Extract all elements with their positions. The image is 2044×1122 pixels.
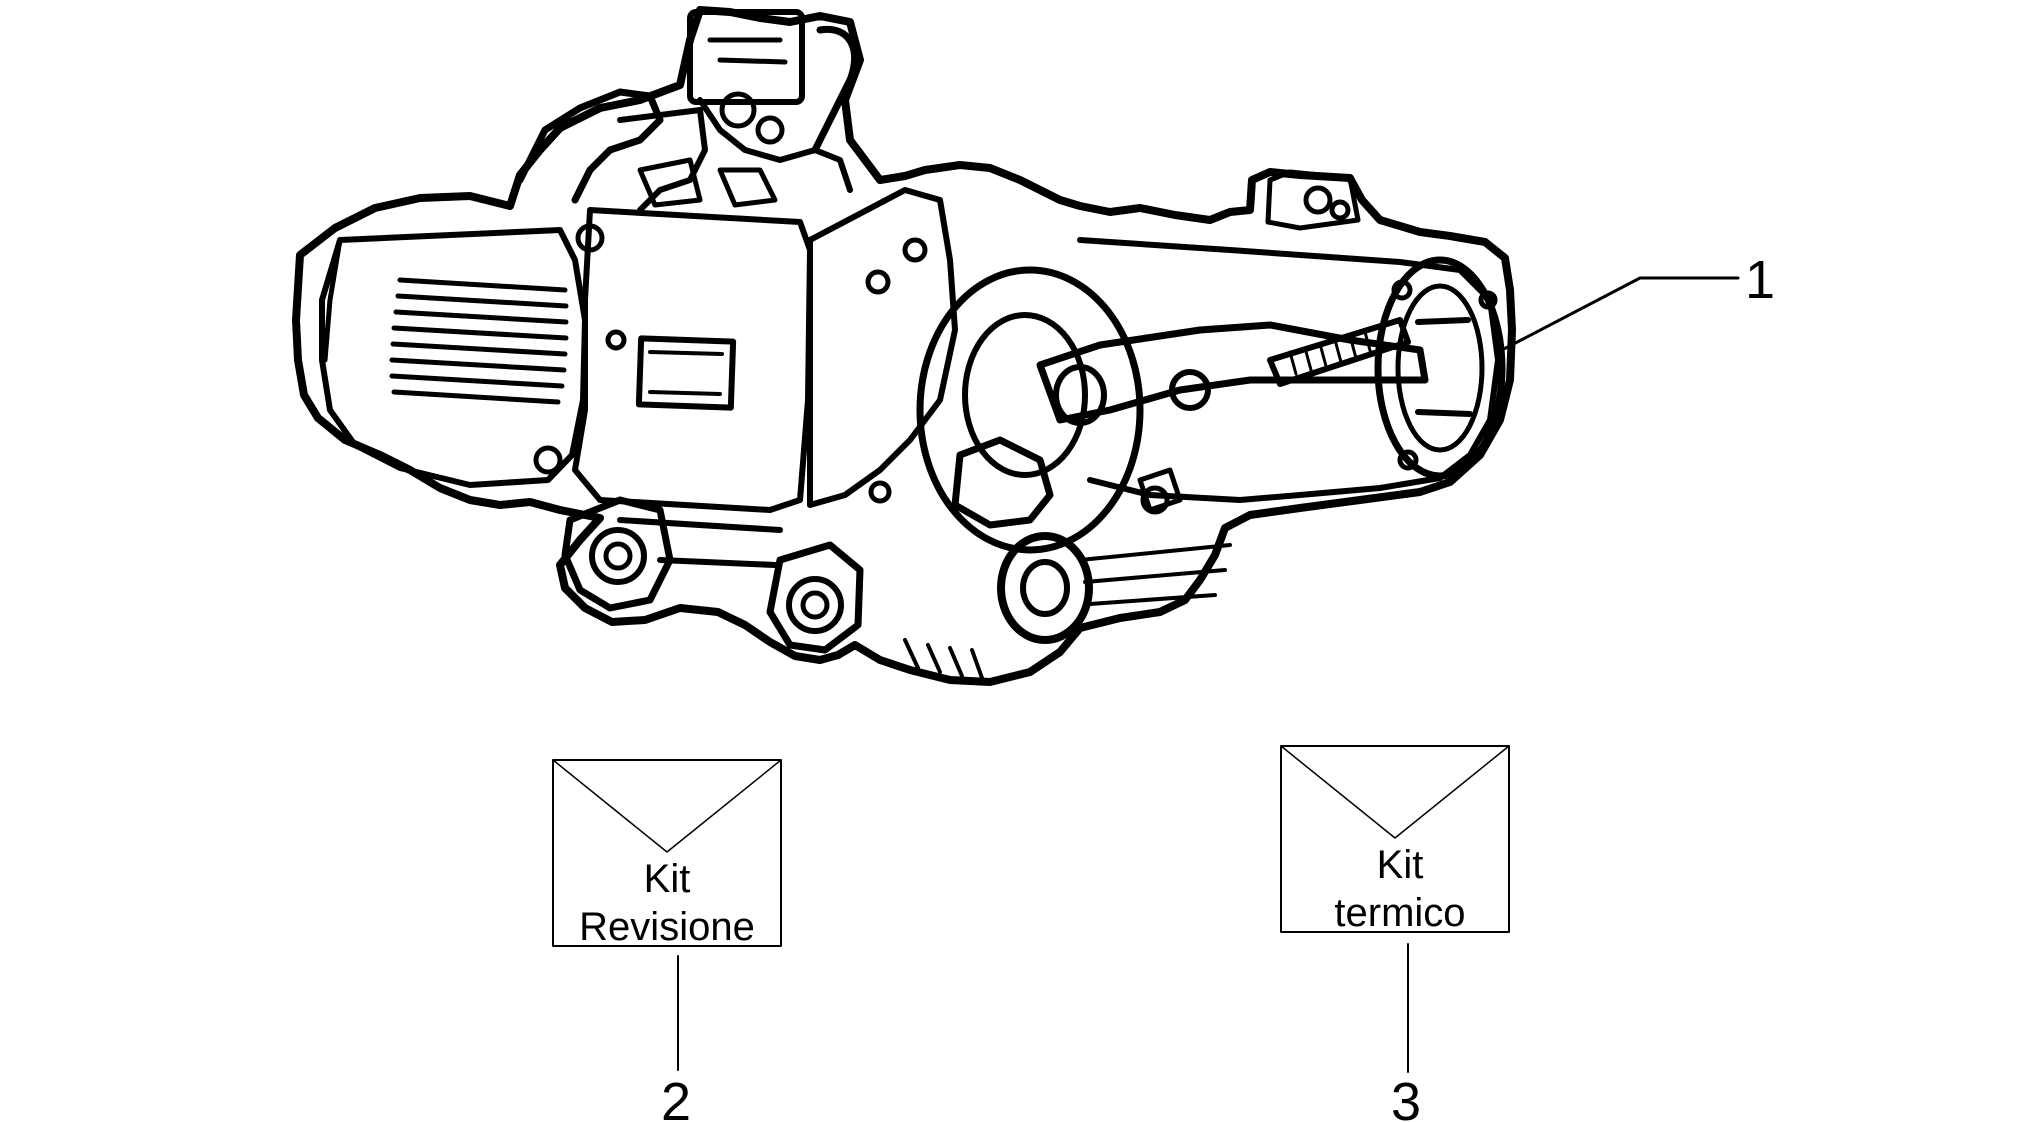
kit-termico-label-line1: Kit: [1377, 843, 1424, 887]
callout-1-number: 1: [1745, 250, 1775, 310]
callout-3: 3: [1391, 943, 1421, 1122]
engine-assembly-illustration: [292, 6, 1516, 686]
callout-2: 2: [661, 955, 691, 1122]
kit-revisione-label-line1: Kit: [644, 857, 691, 901]
kit-revisione-label-line2: Revisione: [579, 905, 755, 949]
callout-2-number: 2: [661, 1072, 691, 1122]
callout-3-number: 3: [1391, 1072, 1421, 1122]
kit-termico-envelope: Kit termico: [1280, 745, 1510, 935]
kit-revisione-envelope: Kit Revisione: [552, 759, 782, 949]
cooling-fins: [389, 277, 569, 405]
kit-termico-label-line2: termico: [1334, 891, 1465, 935]
callout-1: 1: [1500, 250, 1775, 352]
